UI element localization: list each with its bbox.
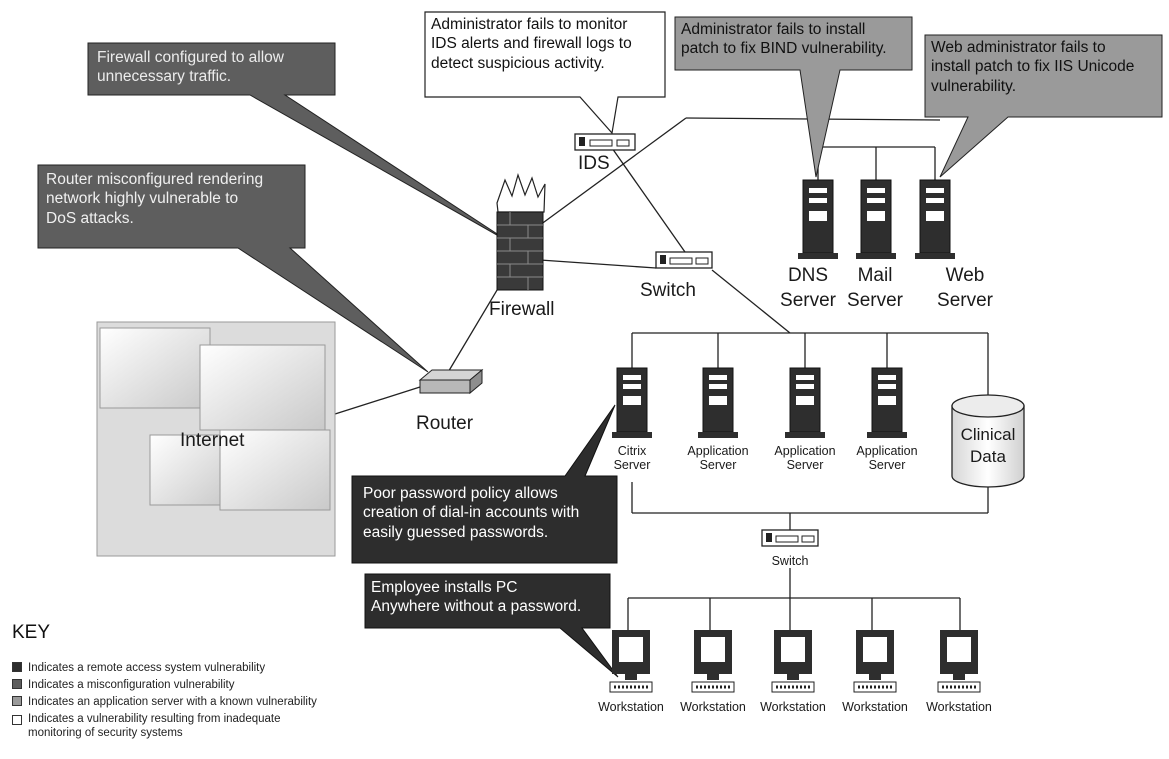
firewall-label: Firewall [489, 299, 555, 320]
workstation-4-icon [853, 630, 897, 693]
key-item-label: Indicates a remote access system vulnera… [28, 662, 266, 674]
callout-ids-text: Administrator fails to monitor IDS alert… [431, 16, 632, 72]
callout-password [351, 404, 618, 564]
callout-pcanywhere-text: Employee installs PC Anywhere without a … [371, 579, 582, 616]
key-title: KEY [12, 622, 51, 643]
internet-cloud [96, 321, 336, 557]
application-server-1-label: Application Server [687, 444, 749, 473]
dns-server-icon [798, 179, 838, 259]
callout-iis [924, 34, 1163, 178]
mail-server-label: Mail Server [847, 265, 903, 311]
workstation-2-icon [691, 630, 735, 693]
clinical-data-label: Clinical Data [960, 425, 1016, 467]
callout-bind-text: Administrator fails to install patch to … [681, 21, 887, 58]
callout-ids [424, 11, 666, 135]
application-server-2-label: Application Server [774, 444, 836, 473]
callout-bind [674, 16, 913, 178]
key-item-label: Indicates an application server with a k… [28, 696, 317, 708]
switch-bottom-icon [761, 529, 819, 547]
ids-device-icon [574, 133, 636, 151]
callout-router-text: Router misconfigured rendering network h… [46, 171, 264, 227]
switch-bottom-label: Switch [771, 554, 809, 568]
workstation-5-label: Workstation [926, 700, 992, 714]
key-swatch-monitoring [12, 715, 22, 725]
key-item-label: Indicates a vulnerability resulting from… [28, 713, 281, 739]
switch-top-label: Switch [640, 280, 696, 301]
workstation-3-icon [771, 630, 815, 693]
internet-label: Internet [180, 430, 245, 451]
workstation-5-icon [937, 630, 981, 693]
callout-password-text: Poor password policy allows creation of … [363, 485, 580, 541]
ids-label: IDS [578, 153, 610, 174]
key-item-label: Indicates a misconfiguration vulnerabili… [28, 679, 235, 691]
application-server-3-icon [867, 367, 907, 438]
switch-top-icon [655, 251, 713, 269]
workstation-4-label: Workstation [842, 700, 908, 714]
callout-firewall-text: Firewall configured to allow unnecessary… [97, 49, 284, 86]
callout-pcanywhere [364, 573, 619, 678]
key-item-misconfiguration: Indicates a misconfiguration vulnerabili… [12, 679, 234, 693]
callout-iis-text: Web administrator fails to install patch… [931, 39, 1135, 95]
mail-server-icon [856, 179, 896, 259]
workstation-2-label: Workstation [680, 700, 746, 714]
key-item-monitoring: Indicates a vulnerability resulting from… [12, 713, 281, 741]
workstation-3-label: Workstation [760, 700, 826, 714]
callout-router [37, 164, 429, 373]
router-icon [418, 368, 484, 395]
citrix-server-icon [612, 367, 652, 438]
web-server-icon [915, 179, 955, 259]
application-server-1-icon [698, 367, 738, 438]
workstation-1-icon [609, 630, 653, 693]
application-server-2-icon [785, 367, 825, 438]
key-item-remote-access: Indicates a remote access system vulnera… [12, 662, 265, 676]
callout-firewall [87, 42, 512, 244]
dns-server-label: DNS Server [780, 265, 836, 311]
key-swatch-application-vuln [12, 696, 22, 706]
router-label: Router [416, 413, 474, 434]
key-item-application-vuln: Indicates an application server with a k… [12, 696, 317, 710]
key-swatch-remote-access [12, 662, 22, 672]
clinical-data-database-icon [951, 394, 1025, 488]
firewall-icon [496, 173, 546, 291]
workstation-1-label: Workstation [598, 700, 664, 714]
application-server-3-label: Application Server [856, 444, 918, 473]
citrix-server-label: Citrix Server [613, 444, 651, 473]
web-server-label: Web Server [937, 265, 993, 311]
key-swatch-misconfiguration [12, 679, 22, 689]
